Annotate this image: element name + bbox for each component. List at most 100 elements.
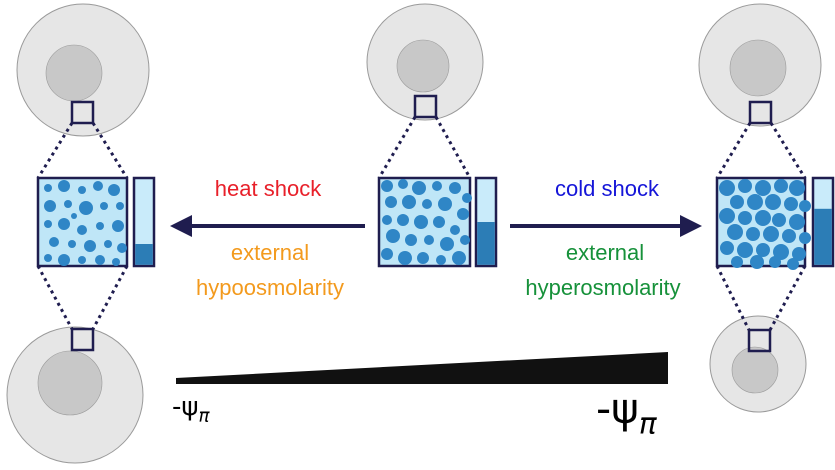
droplet [116,202,124,210]
droplet [412,181,426,195]
selection-squares [70,94,773,353]
arrow-right-icon [510,215,702,237]
zoom-line [715,122,752,179]
droplet [104,240,112,248]
droplet [438,197,452,211]
droplet [44,254,52,262]
droplet [730,195,744,209]
nucleus-icon [37,350,103,416]
droplet [457,208,469,220]
psi-high-sub: π [638,406,657,441]
zoom-line [91,122,129,179]
droplet [436,255,446,265]
droplet [787,258,799,270]
droplet [100,202,108,210]
droplet [737,242,753,258]
droplet [78,256,86,264]
droplet [772,213,786,227]
droplet [756,243,770,257]
droplet [792,247,806,261]
psi-high-label: -ψπ [596,384,657,440]
selection-square [70,327,95,352]
selection-square [748,100,773,125]
droplet [460,235,470,245]
droplet [96,222,104,230]
droplet [386,229,400,243]
droplet [112,258,120,266]
droplet [774,179,788,193]
droplet [414,215,428,229]
droplet [799,200,811,212]
droplet [381,180,393,192]
droplet [44,200,56,212]
droplet [727,224,743,240]
droplet [84,240,96,252]
crowding-box-left [36,176,129,268]
droplet [450,225,460,235]
droplet [432,181,442,191]
droplet [108,184,120,196]
zoom-line [377,116,417,179]
zoom-line [36,122,74,179]
droplet [417,252,429,264]
droplet [64,200,72,208]
droplet [44,220,52,228]
droplet [68,240,76,248]
wedge-icon [176,352,668,384]
nucleus-icon [396,39,450,93]
droplet [449,182,461,194]
droplet [398,179,408,189]
droplet [763,226,779,242]
droplet [382,215,392,225]
external-hyper-label-line2: hyperosmolarity [525,275,681,300]
droplet [784,197,798,211]
psi-low-sub: π [198,405,210,427]
external-hyper-label-line1: external [565,240,645,265]
droplet [738,211,752,225]
nucleus-icon [45,44,103,102]
droplet [79,201,93,215]
cold-shock-label: cold shock [555,176,659,201]
droplet [78,186,86,194]
droplet [738,179,752,193]
cell-bottom-right [709,315,807,413]
droplet [769,256,781,268]
droplet [433,216,445,228]
droplet [452,251,466,265]
crowding-box-right [715,176,811,270]
psi-low-label: -ψπ [172,392,210,426]
droplet [77,225,87,235]
external-hypo-label-line1: external [230,240,310,265]
concentration-bar-fill [477,222,495,265]
droplet [789,180,805,196]
droplet [44,184,52,192]
nucleus-icon [731,346,779,394]
droplet [117,243,127,253]
droplet [58,218,70,230]
droplet [462,193,472,203]
arrow-left-icon [170,215,365,237]
selection-square [747,328,772,353]
zoom-lines [36,116,807,331]
droplet [755,180,771,196]
droplet [720,241,734,255]
droplet [440,237,454,251]
droplet [719,180,735,196]
concentration-bar-fill [135,244,153,265]
droplet [402,195,416,209]
droplet [755,210,771,226]
zoom-line [768,265,807,331]
droplet [58,180,70,192]
droplet [773,244,789,260]
zoom-line [434,116,472,179]
droplet [719,208,735,224]
droplet [58,254,70,266]
psi-low-symbol: -ψ [172,392,199,422]
droplet [49,237,59,247]
selection-square [70,100,95,125]
cell-top-right [698,3,822,127]
selection-square [413,94,438,119]
droplet [750,255,764,269]
droplet [385,196,397,208]
